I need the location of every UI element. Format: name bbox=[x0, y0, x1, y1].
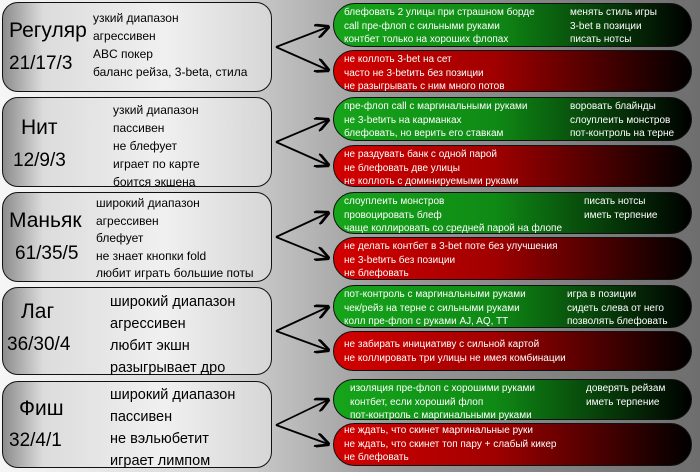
arrow-to-do bbox=[275, 213, 328, 238]
do-item: блефовать 2 улицы при страшном борде bbox=[344, 7, 535, 18]
arrow-to-dont bbox=[275, 330, 328, 350]
arrow-to-do bbox=[275, 307, 328, 332]
player-stats: 12/9/3 bbox=[13, 150, 66, 171]
arrow-to-dont bbox=[275, 46, 328, 70]
trait: агрессивен bbox=[93, 29, 156, 43]
dont-item: часто не 3-betить без позиции bbox=[344, 67, 484, 79]
do-extra-item: пот-контроль на терне bbox=[570, 128, 675, 139]
player-card-fish: Фиш 32/4/1 широкий диапазон пассивен не … bbox=[2, 381, 272, 469]
dont-item: не блефовать bbox=[344, 452, 409, 463]
do-extra-item: писать нотсы bbox=[570, 34, 632, 45]
do-item: изоляция пре-флоп с хорошими руками bbox=[350, 383, 535, 394]
arrow-to-dont bbox=[275, 236, 328, 258]
dont-box: не забирать инициативу с сильной картой н… bbox=[333, 331, 692, 371]
dont-item: не раздувать банк с одной парой bbox=[344, 149, 498, 160]
trait: не вэльюбетит bbox=[110, 431, 209, 447]
dont-box: не ждать, что скинет маргинальные руки не… bbox=[333, 423, 692, 466]
trait: узкий диапазон bbox=[113, 103, 199, 117]
do-item: call пре-флоп с сильными руками bbox=[344, 20, 500, 32]
do-box: блефовать 2 улицы при страшном борде call… bbox=[333, 3, 692, 47]
do-item: колл пре-флоп с руками AJ, AQ, TT bbox=[344, 316, 509, 327]
arrow-to-do bbox=[275, 27, 328, 48]
do-extra-item: писать нотсы bbox=[584, 196, 646, 207]
arrow-to-dont bbox=[275, 424, 328, 444]
trait: пассивен bbox=[113, 121, 165, 135]
do-extra-item: иметь терпение bbox=[586, 396, 660, 408]
do-box: пре-флоп call с маргинальными руками не 3… bbox=[333, 97, 692, 141]
do-extra-item: доверять рейзам bbox=[586, 383, 666, 394]
player-card-maniac: Маньяк 61/35/5 широкий диапазон агрессив… bbox=[2, 192, 272, 282]
dont-item: не коллоть 3-bet на сет bbox=[344, 54, 452, 65]
player-card-lag: Лаг 36/30/4 широкий диапазон агрессивен … bbox=[2, 287, 272, 376]
trait: агрессивен bbox=[110, 316, 186, 332]
dont-item: не коллировать три улицы не имея комбина… bbox=[344, 352, 566, 364]
player-card-nit: Нит 12/9/3 узкий диапазон пассивен не бл… bbox=[2, 97, 272, 189]
trait: агрессивен bbox=[96, 213, 159, 228]
trait: широкий диапазон bbox=[110, 294, 236, 310]
do-item: чек/рейз на терне с сильными руками bbox=[344, 302, 520, 314]
player-stats: 32/4/1 bbox=[9, 430, 62, 451]
trait: пассивен bbox=[110, 409, 173, 425]
arrow-to-do bbox=[275, 400, 328, 426]
do-item: контбет, если хороший флоп bbox=[350, 396, 484, 408]
trait: не знает кнопки fold bbox=[96, 248, 207, 263]
do-extra-item: сидеть слева от него bbox=[567, 302, 664, 314]
do-item: не 3-betить на карманках bbox=[344, 114, 462, 126]
arrow-to-do bbox=[275, 120, 328, 143]
dont-item: не блефовать bbox=[344, 268, 409, 279]
dont-item: не ждать, что скинет топ пару + слабый к… bbox=[344, 438, 557, 450]
player-stats: 36/30/4 bbox=[7, 334, 71, 355]
trait: блефует bbox=[96, 231, 144, 245]
trait: не блефует bbox=[113, 139, 178, 153]
do-item: чаще коллировать со средней парой на фло… bbox=[344, 223, 563, 234]
do-item: пре-флоп call с маргинальными руками bbox=[344, 101, 528, 112]
do-box: пот-контроль с маргинальными руками чек/р… bbox=[333, 285, 692, 328]
trait: играет по карте bbox=[113, 157, 200, 171]
player-name: Нит bbox=[21, 116, 58, 139]
dont-item: не коллоть с доминируемыми руками bbox=[344, 176, 519, 187]
dont-item: не 3-betить без позиции bbox=[344, 254, 456, 266]
trait: играет лимпом bbox=[110, 453, 211, 469]
do-item: блефовать, но верить его ставкам bbox=[344, 128, 504, 139]
do-extra-item: слоуплеить монстров bbox=[570, 114, 671, 126]
do-box: изоляция пре-флоп с хорошими руками контб… bbox=[333, 379, 692, 421]
dont-item: не ждать, что скинет маргинальные руки bbox=[344, 425, 533, 436]
do-extra-item: игра в позиции bbox=[567, 289, 637, 300]
player-stats: 61/35/5 bbox=[15, 243, 79, 264]
do-extra-item: позволять блефовать bbox=[567, 316, 668, 327]
trait: ABC покер bbox=[93, 47, 153, 61]
trait: разыгрывает дро bbox=[110, 360, 226, 376]
do-item: слоуплеить монстров bbox=[344, 196, 445, 207]
dont-item: не разыгрывать с ним много потов bbox=[344, 81, 505, 92]
do-extra-item: воровать блайнды bbox=[570, 101, 656, 112]
trait: любит экшн bbox=[110, 338, 190, 354]
dont-item: не забирать инициативу с сильной картой bbox=[344, 339, 540, 350]
player-name: Маньяк bbox=[9, 209, 82, 232]
player-card-regular: Регуляр 21/17/3 узкий диапазон агрессиве… bbox=[2, 2, 272, 92]
player-name: Лаг bbox=[21, 300, 55, 323]
trait: баланс рейза, 3-beta, стила bbox=[93, 65, 248, 79]
trait: узкий диапазон bbox=[93, 11, 179, 25]
player-name: Регуляр bbox=[9, 19, 87, 42]
do-extra-item: иметь терпение bbox=[584, 209, 658, 221]
trait: боится экшена bbox=[113, 175, 196, 189]
do-item: провоцировать блеф bbox=[344, 209, 442, 221]
do-extra-item: менять стиль игры bbox=[570, 7, 657, 18]
do-extra-item: 3-bet в позиции bbox=[570, 20, 642, 32]
player-name: Фиш bbox=[19, 397, 64, 420]
dont-item: не блефовать две улицы bbox=[344, 162, 460, 174]
trait: любит играть большие поты bbox=[96, 266, 254, 280]
do-item: контбет только на хороших флопах bbox=[344, 34, 509, 45]
player-stats: 21/17/3 bbox=[9, 53, 73, 74]
do-item: пот-контроль с маргинальными руками bbox=[350, 410, 532, 421]
do-item: пот-контроль с маргинальными руками bbox=[344, 289, 526, 300]
dont-box: не делать контбет в 3-bet поте без улучш… bbox=[333, 237, 692, 280]
arrow-to-dont bbox=[275, 141, 328, 165]
trait: широкий диапазон bbox=[96, 196, 200, 210]
dont-box: не коллоть 3-bet на сет часто не 3-betить… bbox=[333, 50, 692, 92]
do-box: слоуплеить монстров провоцировать блеф чащ… bbox=[333, 192, 692, 234]
trait: широкий диапазон bbox=[110, 387, 236, 403]
dont-box: не раздувать банк с одной парой не блефов… bbox=[333, 145, 692, 187]
dont-item: не делать контбет в 3-bet поте без улучш… bbox=[344, 241, 558, 252]
